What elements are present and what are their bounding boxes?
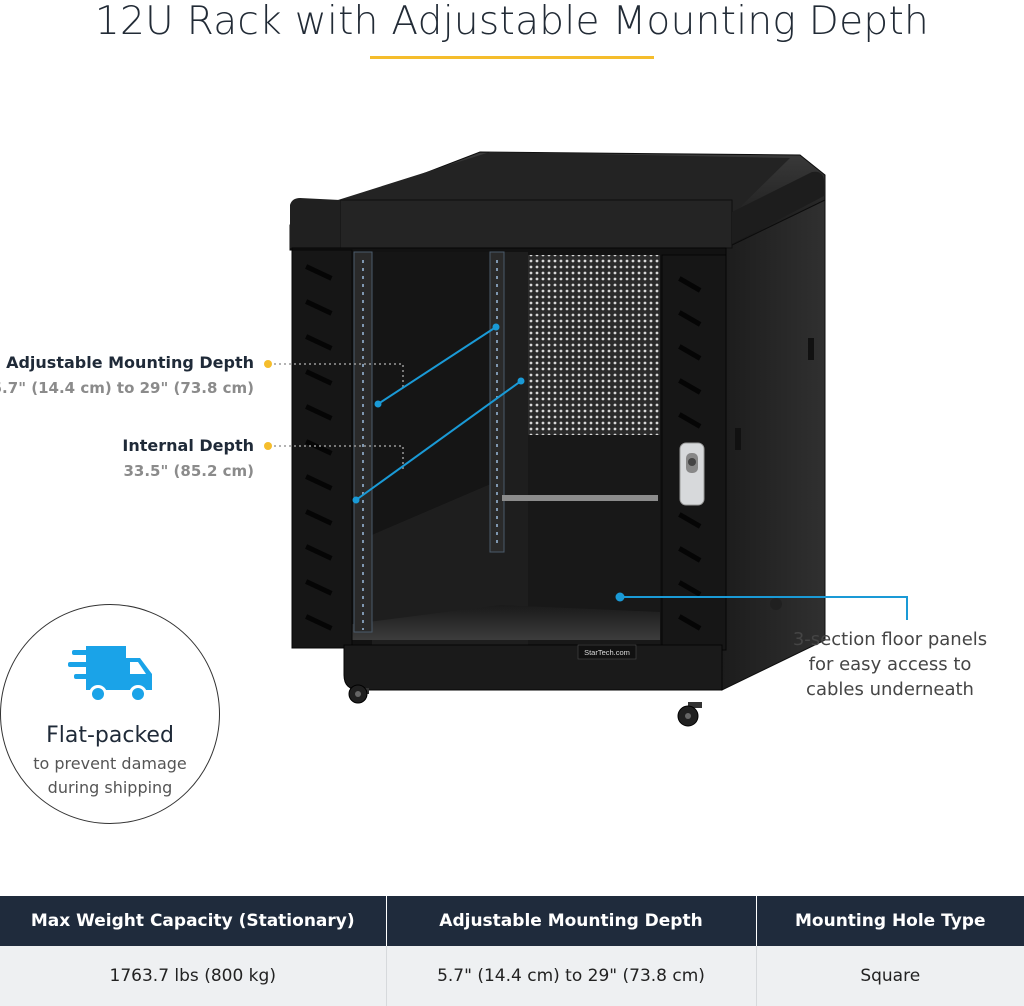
flat-packed-badge [0, 604, 220, 824]
floor-panels-line2: for easy access to [808, 654, 972, 675]
page-title: 12U Rack with Adjustable Mounting Depth [94, 0, 930, 44]
specs-table: Max Weight Capacity (Stationary) Adjusta… [0, 896, 1024, 1006]
flat-packed-subtitle: to prevent damage during shipping [0, 752, 220, 800]
floor-panels-line3: cables underneath [806, 679, 974, 700]
flat-packed-line2: during shipping [47, 778, 173, 797]
mounting-depth-value: 5.7" (14.4 cm) to 29" (73.8 cm) [0, 379, 254, 397]
spec-value-hole-type: Square [756, 946, 1024, 1006]
spec-value-depth: 5.7" (14.4 cm) to 29" (73.8 cm) [386, 946, 757, 1006]
title-underline [370, 56, 654, 59]
caster-wheels [348, 598, 782, 727]
spec-value-weight: 1763.7 lbs (800 kg) [0, 946, 387, 1006]
internal-depth-label: Internal Depth [122, 436, 254, 455]
specs-value-row: 1763.7 lbs (800 kg) 5.7" (14.4 cm) to 29… [0, 946, 1024, 1006]
flat-packed-line1: to prevent damage [33, 754, 187, 773]
spec-header-weight: Max Weight Capacity (Stationary) [0, 896, 387, 946]
flat-packed-title: Flat-packed [46, 723, 174, 748]
brand-plate: StarTech.com [584, 648, 630, 657]
delivery-truck-icon [68, 646, 152, 703]
spec-header-depth: Adjustable Mounting Depth [386, 896, 757, 946]
floor-panels-callout: 3-section floor panels for easy access t… [790, 627, 990, 702]
rack-cabinet-image: StarTech.com [264, 151, 908, 727]
specs-header-row: Max Weight Capacity (Stationary) Adjusta… [0, 896, 1024, 946]
mounting-depth-label: Adjustable Mounting Depth [6, 353, 254, 372]
internal-depth-value: 33.5" (85.2 cm) [123, 462, 254, 480]
floor-panels-line1: 3-section floor panels [792, 629, 988, 650]
spec-header-hole-type: Mounting Hole Type [756, 896, 1024, 946]
